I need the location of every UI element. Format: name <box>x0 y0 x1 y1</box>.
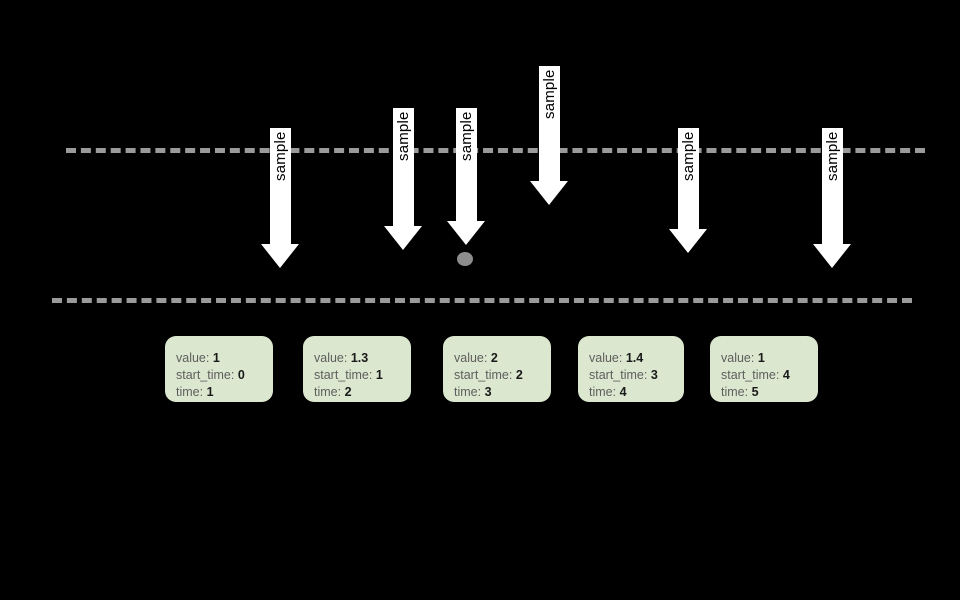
event-field-row: value: 1 <box>721 350 818 367</box>
event-field-value: 5 <box>751 385 759 399</box>
event-field-row: value: 1 <box>176 350 273 367</box>
event-field-value: 1 <box>206 385 214 399</box>
upper-dashed-line <box>66 148 925 153</box>
event-field-row: start_time: 1 <box>314 367 411 384</box>
arrow-shaft <box>270 128 291 244</box>
arrow-head-icon <box>384 226 422 250</box>
event-field-key: start_time: <box>454 368 513 382</box>
arrow-head-icon <box>669 229 707 253</box>
event-field-value: 1 <box>212 351 220 365</box>
event-field-row: time: 4 <box>589 384 684 401</box>
event-field-value: 4 <box>619 385 627 399</box>
arrow-head-icon <box>530 181 568 205</box>
event-field-key: value: <box>721 351 755 365</box>
event-field-row: value: 2 <box>454 350 551 367</box>
arrow-shaft <box>678 128 699 229</box>
event-field-row: time: 3 <box>454 384 551 401</box>
event-field-key: start_time: <box>314 368 373 382</box>
event-field-key: value: <box>589 351 623 365</box>
sample-arrow: sample <box>813 128 852 268</box>
event-field-key: start_time: <box>589 368 648 382</box>
event-field-value: 2 <box>344 385 352 399</box>
event-field-row: time: 1 <box>176 384 273 401</box>
event-field-key: time: <box>314 385 342 399</box>
event-field-key: value: <box>314 351 348 365</box>
sample-arrow: sample <box>669 128 708 253</box>
event-field-row: value: 1.3 <box>314 350 411 367</box>
arrow-shaft <box>822 128 843 244</box>
event-field-value: 1 <box>757 351 765 365</box>
event-field-key: start_time: <box>176 368 235 382</box>
event-field-value: 3 <box>484 385 492 399</box>
event-field-value: 3 <box>650 368 658 382</box>
sample-arrow: sample <box>530 66 569 205</box>
event-field-value: 1 <box>375 368 383 382</box>
event-field-value: 2 <box>515 368 523 382</box>
event-field-value: 2 <box>490 351 498 365</box>
event-field-row: value: 1.4 <box>589 350 684 367</box>
sample-arrow: sample <box>447 108 486 245</box>
event-field-key: time: <box>454 385 482 399</box>
event-field-row: start_time: 0 <box>176 367 273 384</box>
event-field-key: value: <box>176 351 210 365</box>
event-field-row: start_time: 4 <box>721 367 818 384</box>
event-field-key: time: <box>721 385 749 399</box>
event-field-key: start_time: <box>721 368 780 382</box>
sample-arrow: sample <box>384 108 423 250</box>
lower-dashed-line <box>52 298 912 303</box>
emitted-result-dot <box>457 252 473 266</box>
event-field-value: 4 <box>782 368 790 382</box>
event-field-row: time: 2 <box>314 384 411 401</box>
arrow-head-icon <box>447 221 485 245</box>
arrow-head-icon <box>261 244 299 268</box>
event-field-value: 1.3 <box>350 351 369 365</box>
event-field-key: value: <box>454 351 488 365</box>
event-field-row: start_time: 3 <box>589 367 684 384</box>
sample-arrow: sample <box>261 128 300 268</box>
arrow-shaft <box>393 108 414 226</box>
event-field-row: time: 5 <box>721 384 818 401</box>
arrow-shaft <box>456 108 477 221</box>
arrow-head-icon <box>813 244 851 268</box>
event-field-value: 0 <box>237 368 245 382</box>
event-field-value: 1.4 <box>625 351 644 365</box>
event-field-row: start_time: 2 <box>454 367 551 384</box>
event-field-key: time: <box>589 385 617 399</box>
event-field-key: time: <box>176 385 204 399</box>
arrow-shaft <box>539 66 560 181</box>
